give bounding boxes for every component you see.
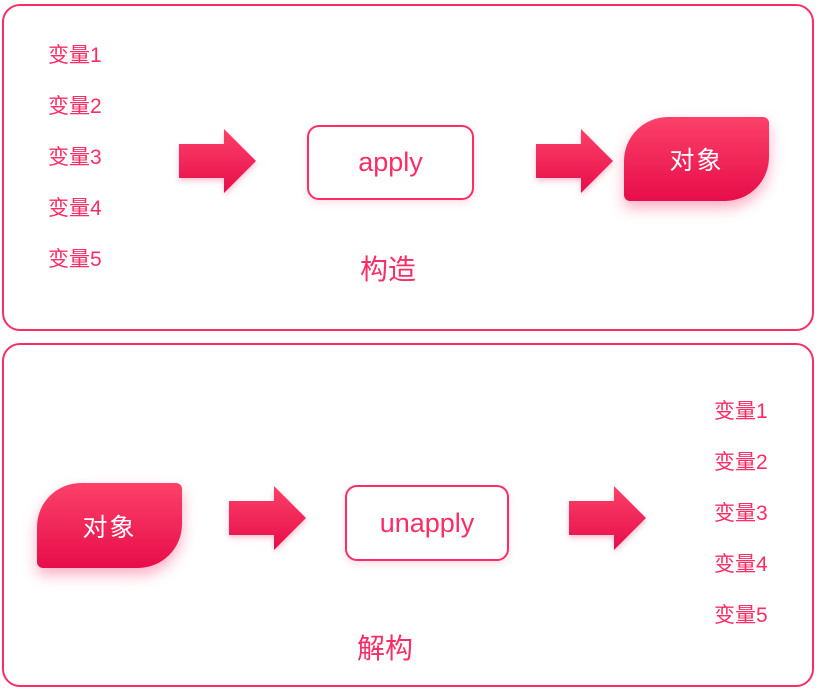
variable-list: 变量1 变量2 变量3 变量4 变量5 — [48, 30, 102, 285]
variable-label: 变量5 — [714, 604, 768, 627]
construct-panel: 变量1 变量2 变量3 变量4 变量5 apply 对象 构造 — [2, 4, 814, 331]
arrow-right-icon — [229, 486, 306, 550]
variable-label: 变量4 — [714, 553, 768, 576]
variable-label: 变量1 — [714, 400, 768, 423]
variable-label: 变量2 — [48, 95, 102, 118]
variable-list: 变量1 变量2 变量3 变量4 变量5 — [714, 386, 768, 641]
variable-label: 变量3 — [48, 146, 102, 169]
variable-label: 变量2 — [714, 451, 768, 474]
object-label: 对象 — [669, 147, 724, 175]
deconstruct-panel: 对象 unapply 变量1 变量2 变量3 变量4 变量5 解构 — [2, 343, 814, 687]
object-label: 对象 — [82, 513, 137, 542]
arrow-right-icon — [179, 129, 256, 193]
apply-box: apply — [307, 125, 474, 200]
arrow-right-icon — [536, 129, 613, 193]
variable-label: 变量4 — [48, 197, 102, 220]
unapply-label: unapply — [379, 507, 475, 538]
construct-caption: 构造 — [359, 254, 416, 285]
variable-label: 变量1 — [48, 44, 102, 67]
arrow-right-icon — [569, 486, 646, 550]
deconstruct-caption: 解构 — [356, 633, 413, 664]
variable-label: 变量5 — [48, 248, 102, 271]
object-shape: 对象 — [37, 483, 182, 568]
apply-label: apply — [358, 147, 423, 177]
object-shape: 对象 — [624, 117, 769, 201]
variable-label: 变量3 — [714, 502, 768, 525]
unapply-box: unapply — [345, 485, 509, 561]
